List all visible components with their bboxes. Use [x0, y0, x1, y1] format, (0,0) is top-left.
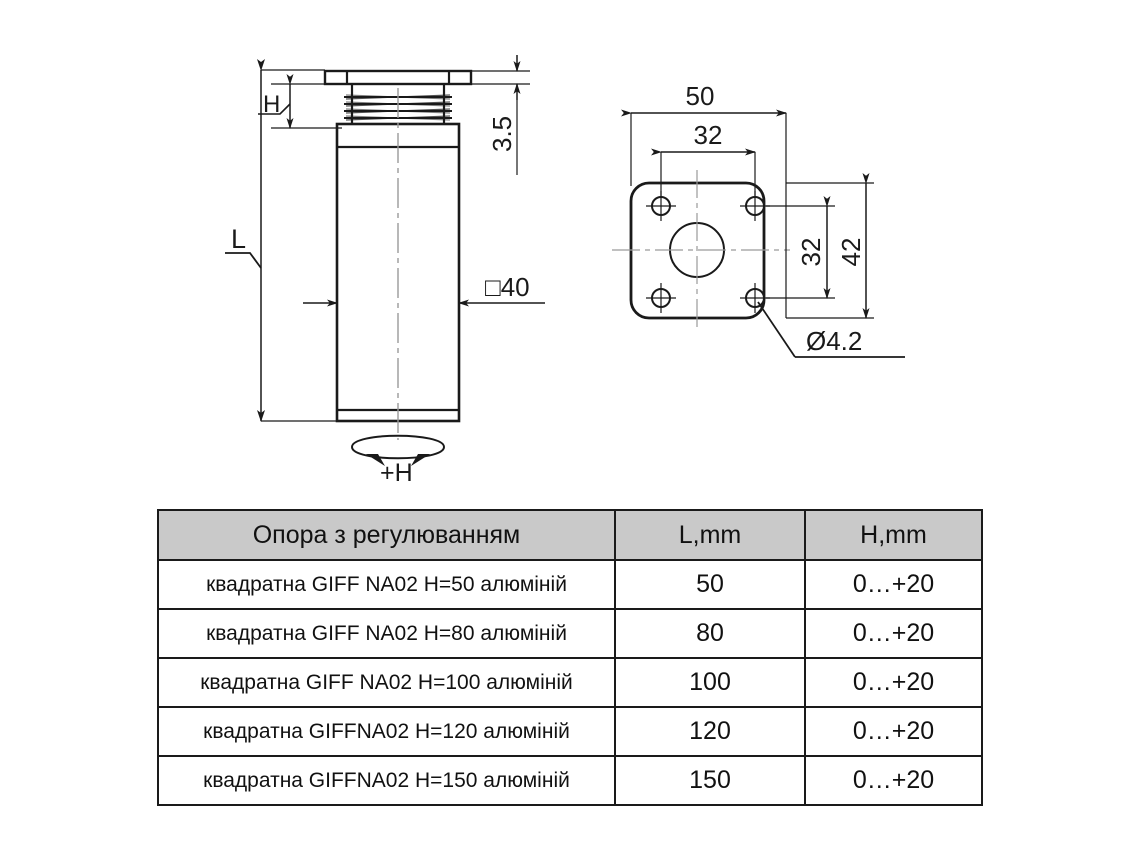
- dimension-square40-label: □40: [485, 272, 530, 302]
- table-row: квадратна GIFF NA02 H=100 алюміній 100 0…: [157, 657, 983, 708]
- hole-diameter-label: Ø4.2: [806, 326, 862, 356]
- dimension-3p5: [471, 55, 530, 175]
- mounting-holes: [646, 191, 770, 313]
- rotation-indicator: [351, 434, 446, 466]
- cell-product-name: квадратна GIFF NA02 H=100 алюміній: [157, 657, 616, 708]
- table-row: квадратна GIFF NA02 H=80 алюміній 80 0…+…: [157, 608, 983, 659]
- table-header-row: Опора з регулюванням L,mm H,mm: [157, 509, 983, 561]
- table-row: квадратна GIFFNA02 H=120 алюміній 120 0……: [157, 706, 983, 757]
- dimension-H-label: H: [263, 91, 280, 118]
- dimension-42-label: 42: [836, 238, 866, 267]
- cell-adjust: 0…+20: [804, 608, 983, 659]
- cell-adjust: 0…+20: [804, 755, 983, 806]
- dimension-50-label: 50: [686, 81, 715, 111]
- dimension-3p5-label: 3.5: [487, 116, 517, 152]
- cell-adjust: 0…+20: [804, 706, 983, 757]
- flange-plate: [323, 69, 473, 86]
- cell-length: 100: [614, 657, 806, 708]
- cell-length: 150: [614, 755, 806, 806]
- dimension-32-horizontal: [651, 148, 756, 197]
- specification-table: Опора з регулюванням L,mm H,mm квадратна…: [157, 509, 983, 806]
- table-header-adjust: H,mm: [804, 509, 983, 561]
- dimension-32-horizontal-label: 32: [694, 120, 723, 150]
- rotation-label: +H: [380, 459, 413, 487]
- dimension-L: [225, 59, 337, 422]
- table-header-length: L,mm: [614, 509, 806, 561]
- dimension-H: [258, 74, 342, 129]
- dimension-42: [786, 173, 874, 319]
- cell-product-name: квадратна GIFF NA02 H=50 алюміній: [157, 559, 616, 610]
- dimension-50: [621, 109, 787, 318]
- cell-adjust: 0…+20: [804, 657, 983, 708]
- dimension-32-vertical: [766, 196, 835, 299]
- table-row: квадратна GIFF NA02 H=50 алюміній 50 0…+…: [157, 559, 983, 610]
- cell-adjust: 0…+20: [804, 559, 983, 610]
- cell-product-name: квадратна GIFF NA02 H=80 алюміній: [157, 608, 616, 659]
- dimension-32-vertical-label: 32: [796, 238, 826, 267]
- plate-centerlines: [612, 170, 790, 330]
- dimension-L-label: L: [231, 224, 246, 254]
- cell-length: 50: [614, 559, 806, 610]
- table-header-name: Опора з регулюванням: [157, 509, 616, 561]
- cell-product-name: квадратна GIFFNA02 H=150 алюміній: [157, 755, 616, 806]
- table-row: квадратна GIFFNA02 H=150 алюміній 150 0……: [157, 755, 983, 806]
- hole-diameter-leader: [757, 301, 905, 358]
- cell-product-name: квадратна GIFFNA02 H=120 алюміній: [157, 706, 616, 757]
- cell-length: 120: [614, 706, 806, 757]
- cell-length: 80: [614, 608, 806, 659]
